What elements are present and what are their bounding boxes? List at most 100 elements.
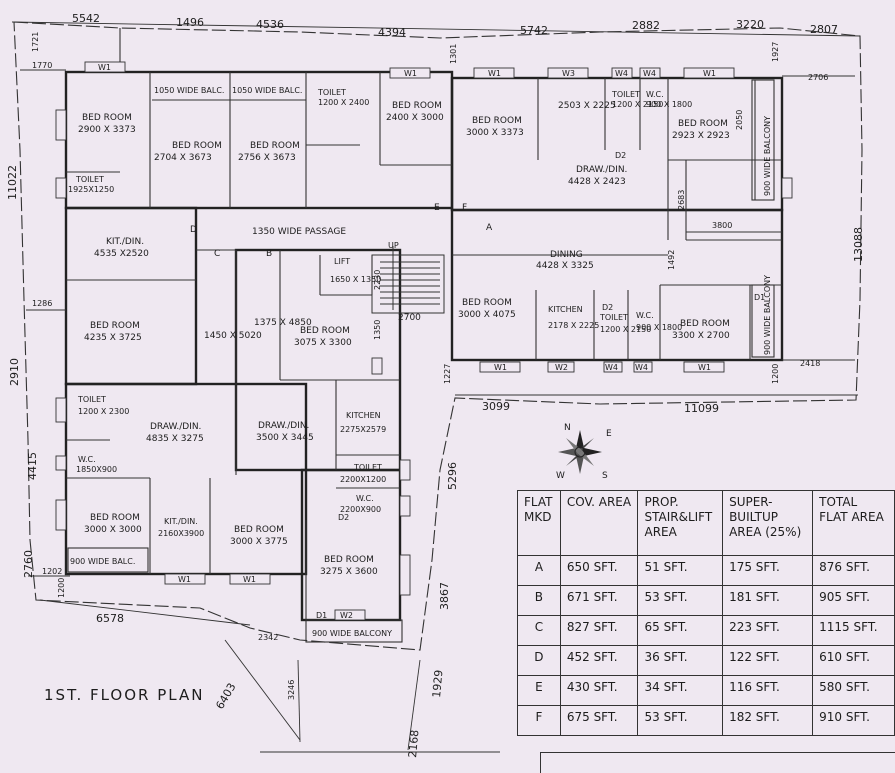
svg-text:4428 X 2423: 4428 X 2423 [568,177,626,187]
cell-cov: 675 SFT. [559,705,639,736]
svg-text:13088: 13088 [852,227,865,262]
balcony-labels: 1050 WIDE BALC. 1050 WIDE BALC. 900 WIDE… [70,86,772,638]
svg-text:C: C [214,249,220,259]
cell-total: 610 SFT. [812,645,895,676]
svg-text:BED ROOM: BED ROOM [324,555,374,565]
svg-text:1200 X 2300: 1200 X 2300 [78,407,129,416]
svg-text:1200: 1200 [771,364,780,384]
interior-walls [66,28,782,620]
svg-text:1929: 1929 [430,669,445,698]
svg-text:DRAW./DIN.: DRAW./DIN. [258,421,309,431]
svg-text:2160X3900: 2160X3900 [158,529,204,538]
svg-text:4835 X 3275: 4835 X 3275 [146,434,204,444]
svg-text:W4: W4 [605,363,618,372]
svg-text:900 X 1800: 900 X 1800 [646,100,692,109]
svg-text:2230: 2230 [373,270,382,290]
header-prop-area: PROP. STAIR&LIFT AREA [637,490,724,556]
svg-text:1050 WIDE BALC.: 1050 WIDE BALC. [154,86,224,95]
cell-cov: 452 SFT. [559,645,639,676]
svg-text:2900 X 3373: 2900 X 3373 [78,125,136,135]
svg-text:KIT./DIN.: KIT./DIN. [106,237,144,247]
svg-text:BED ROOM: BED ROOM [392,101,442,111]
cell-flat: D [517,645,561,676]
svg-text:5542: 5542 [72,12,100,25]
cell-total: 905 SFT. [812,585,895,616]
svg-text:4394: 4394 [378,26,406,39]
svg-text:1200: 1200 [57,578,66,598]
cell-super: 181 SFT. [722,585,814,616]
svg-text:900 X 1800: 900 X 1800 [636,323,682,332]
svg-text:W1: W1 [703,69,716,78]
cell-flat: C [517,615,561,646]
svg-text:4535 X2520: 4535 X2520 [94,249,149,259]
floor-plan-title: 1ST. FLOOR PLAN [44,686,205,704]
svg-text:3000 X 3000: 3000 X 3000 [84,525,142,535]
svg-text:2200X900: 2200X900 [340,505,381,514]
svg-text:4536: 4536 [256,18,284,31]
svg-text:1721: 1721 [31,32,40,52]
svg-text:3275 X 3600: 3275 X 3600 [320,567,378,577]
svg-text:W4: W4 [635,363,648,372]
cell-cov: 650 SFT. [559,555,639,586]
svg-text:2342: 2342 [258,633,278,642]
svg-text:D2: D2 [615,151,626,160]
flat-area-table: FLAT MKD COV. AREA PROP. STAIR&LIFT AREA… [517,490,895,736]
svg-text:1350 WIDE PASSAGE: 1350 WIDE PASSAGE [252,227,346,237]
cell-prop: 51 SFT. [637,555,724,586]
svg-text:1492: 1492 [667,250,676,270]
svg-text:D: D [190,225,197,235]
svg-text:BED ROOM: BED ROOM [472,116,522,126]
svg-text:5296: 5296 [446,462,459,490]
svg-text:1202: 1202 [42,567,62,576]
svg-text:DRAW./DIN.: DRAW./DIN. [150,422,201,432]
svg-text:1350: 1350 [373,320,382,340]
cell-cov: 430 SFT. [559,675,639,706]
svg-text:W1: W1 [494,363,507,372]
svg-text:W.C.: W.C. [356,494,374,503]
svg-text:6578: 6578 [96,612,124,625]
header-total-area: TOTAL FLAT AREA [812,490,895,556]
block-bottom-right [300,468,402,622]
svg-text:D2: D2 [602,303,613,312]
svg-text:E: E [606,429,612,439]
svg-text:2418: 2418 [800,359,820,368]
cell-total: 910 SFT. [812,705,895,736]
cell-flat: F [517,705,561,736]
svg-text:4235 X 3725: 4235 X 3725 [84,333,142,343]
svg-text:D1: D1 [316,611,327,620]
table-row: C 827 SFT. 65 SFT. 223 SFT. 1115 SFT. [517,615,895,646]
flat-marks: A B C D E F UP [190,203,493,259]
svg-text:900 WIDE BALCONY: 900 WIDE BALCONY [763,116,772,196]
block-left-middle [64,206,198,386]
svg-text:1450 X 5020: 1450 X 5020 [204,331,262,341]
svg-text:W3: W3 [562,69,575,78]
svg-text:3500 X 3445: 3500 X 3445 [256,433,314,443]
cell-prop: 65 SFT. [637,615,724,646]
svg-text:TOILET: TOILET [353,463,382,472]
svg-text:2807: 2807 [810,23,838,36]
svg-text:TOILET: TOILET [75,175,104,184]
cell-cov: 827 SFT. [559,615,639,646]
svg-text:3246: 3246 [287,680,296,700]
svg-text:1850X900: 1850X900 [76,465,117,474]
title-block-frame [540,752,895,773]
table-row: D 452 SFT. 36 SFT. 122 SFT. 610 SFT. [517,645,895,676]
svg-text:S: S [602,471,608,481]
cell-super: 116 SFT. [722,675,814,706]
svg-text:2706: 2706 [808,73,828,82]
svg-text:1375 X 4850: 1375 X 4850 [254,318,312,328]
svg-text:UP: UP [388,241,399,250]
table-row: A 650 SFT. 51 SFT. 175 SFT. 876 SFT. [517,555,895,586]
svg-text:W2: W2 [555,363,568,372]
cell-total: 1115 SFT. [812,615,895,646]
svg-text:6403: 6403 [213,681,238,712]
table-row: B 671 SFT. 53 SFT. 181 SFT. 905 SFT. [517,585,895,616]
cell-flat: B [517,585,561,616]
cell-prop: 36 SFT. [637,645,724,676]
svg-text:1301: 1301 [449,44,458,64]
svg-text:2400 X 3000: 2400 X 3000 [386,113,444,123]
svg-text:3099: 3099 [482,400,510,413]
cell-super: 175 SFT. [722,555,814,586]
svg-text:1927: 1927 [771,42,780,62]
svg-text:BED ROOM: BED ROOM [250,141,300,151]
